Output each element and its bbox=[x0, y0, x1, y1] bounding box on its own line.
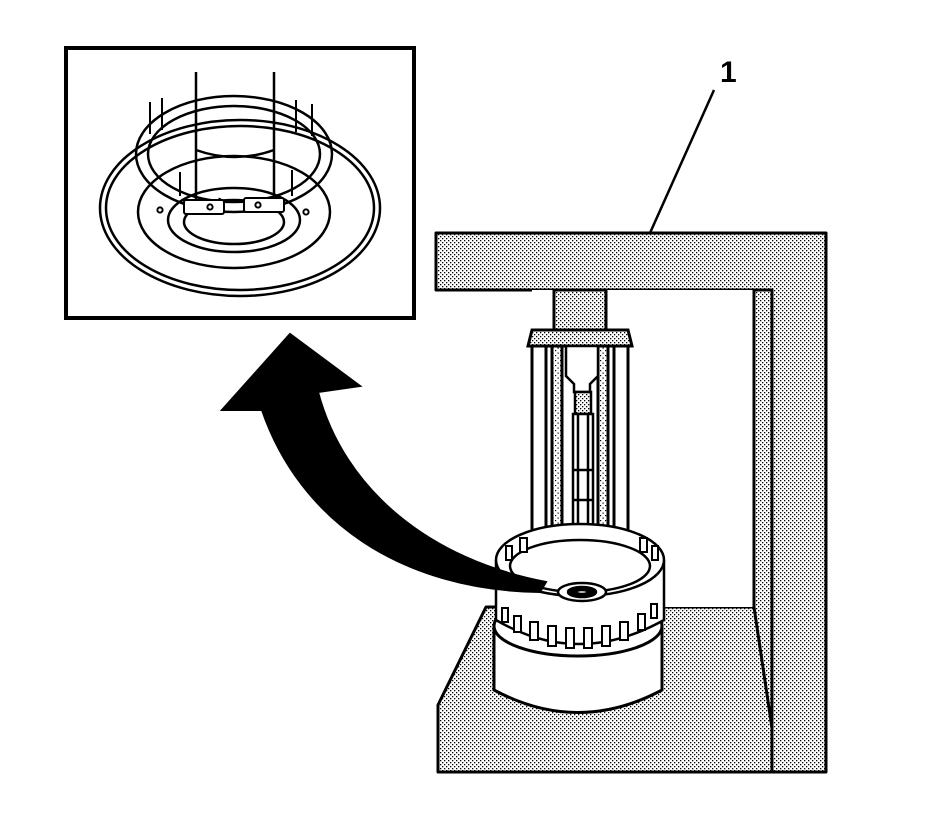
callout-arrow bbox=[219, 332, 548, 594]
press-ram bbox=[526, 288, 634, 348]
callout-label-1: 1 bbox=[720, 56, 737, 89]
fixture-legs bbox=[530, 344, 630, 600]
detail-inset bbox=[64, 46, 416, 320]
drum-splines bbox=[501, 537, 659, 649]
callout-leader-line bbox=[648, 89, 716, 234]
